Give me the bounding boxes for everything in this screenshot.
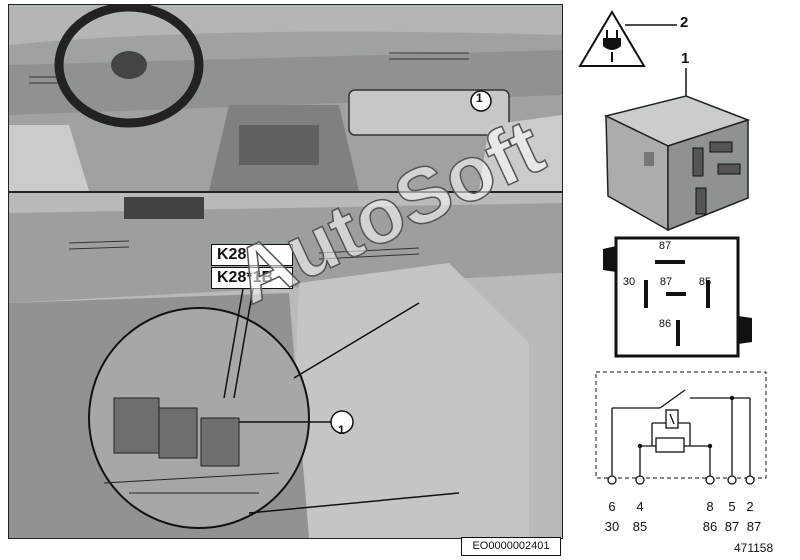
relay-pin-face bbox=[603, 236, 752, 358]
warning-plug-icon bbox=[578, 10, 646, 67]
face-pin-87-top: 87 bbox=[658, 240, 672, 252]
schematic-pin-bottom-85: 85 bbox=[632, 519, 648, 534]
schematic-pin-top-4: 4 bbox=[636, 499, 644, 514]
top-photo: 1 bbox=[8, 4, 563, 192]
relay-3d-illustration bbox=[603, 68, 751, 232]
schematic-pin-bottom-30: 30 bbox=[604, 519, 620, 534]
legend-number-1: 1 bbox=[681, 50, 690, 67]
top-photo-illustration bbox=[9, 5, 562, 191]
top-callout-number: 1 bbox=[476, 91, 483, 105]
face-pin-87-center: 87 bbox=[659, 276, 673, 288]
photo-caption: EO0000002401 bbox=[461, 537, 561, 556]
face-pin-86: 86 bbox=[658, 318, 672, 330]
face-pin-30: 30 bbox=[622, 276, 636, 288]
bottom-callout-circle bbox=[330, 410, 354, 434]
bottom-photo-illustration bbox=[9, 193, 562, 538]
schematic-pin-top-5: 5 bbox=[728, 499, 736, 514]
schematic-pin-top-6: 6 bbox=[608, 499, 616, 514]
label-k28: K28 bbox=[211, 244, 293, 266]
figure-number: 471158 bbox=[734, 541, 774, 555]
schematic-pin-top-8: 8 bbox=[706, 499, 714, 514]
schematic-pin-bottom-86: 86 bbox=[702, 519, 718, 534]
relay-schematic bbox=[595, 371, 767, 485]
face-pin-85: 85 bbox=[698, 276, 712, 288]
top-callout-circle bbox=[470, 90, 492, 112]
legend-number-2: 2 bbox=[680, 14, 689, 31]
schematic-pin-bottom-87a: 87 bbox=[724, 519, 740, 534]
bottom-photo: K28 K28*1B 1 bbox=[8, 192, 563, 539]
magnifier-circle bbox=[88, 307, 310, 529]
legend-leader-2 bbox=[625, 24, 677, 26]
schematic-pin-top-2: 2 bbox=[746, 499, 754, 514]
schematic-pin-bottom-87b: 87 bbox=[746, 519, 762, 534]
bottom-callout-number: 1 bbox=[338, 423, 345, 437]
label-k28-1b: K28*1B bbox=[211, 267, 293, 289]
